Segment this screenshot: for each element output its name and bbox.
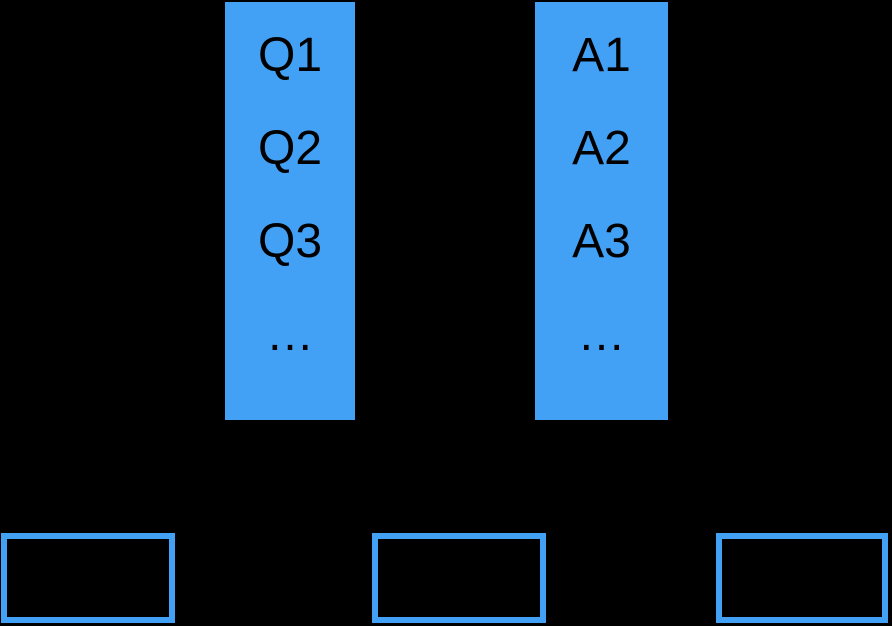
question-item-1: Q1 bbox=[257, 29, 323, 82]
outline-box-middle bbox=[372, 533, 546, 623]
questions-column: Q1 Q2 Q3 … bbox=[225, 2, 355, 420]
answers-column: A1 A2 A3 … bbox=[535, 2, 668, 420]
answer-item-ellipsis: … bbox=[577, 308, 626, 361]
outline-box-right bbox=[716, 533, 888, 623]
outline-box-left bbox=[1, 533, 175, 623]
answer-item-3: A3 bbox=[572, 215, 631, 268]
answer-item-2: A2 bbox=[572, 122, 631, 175]
question-item-ellipsis: … bbox=[266, 308, 314, 361]
question-item-2: Q2 bbox=[257, 122, 323, 175]
question-item-3: Q3 bbox=[257, 215, 323, 268]
answer-item-1: A1 bbox=[572, 29, 631, 82]
